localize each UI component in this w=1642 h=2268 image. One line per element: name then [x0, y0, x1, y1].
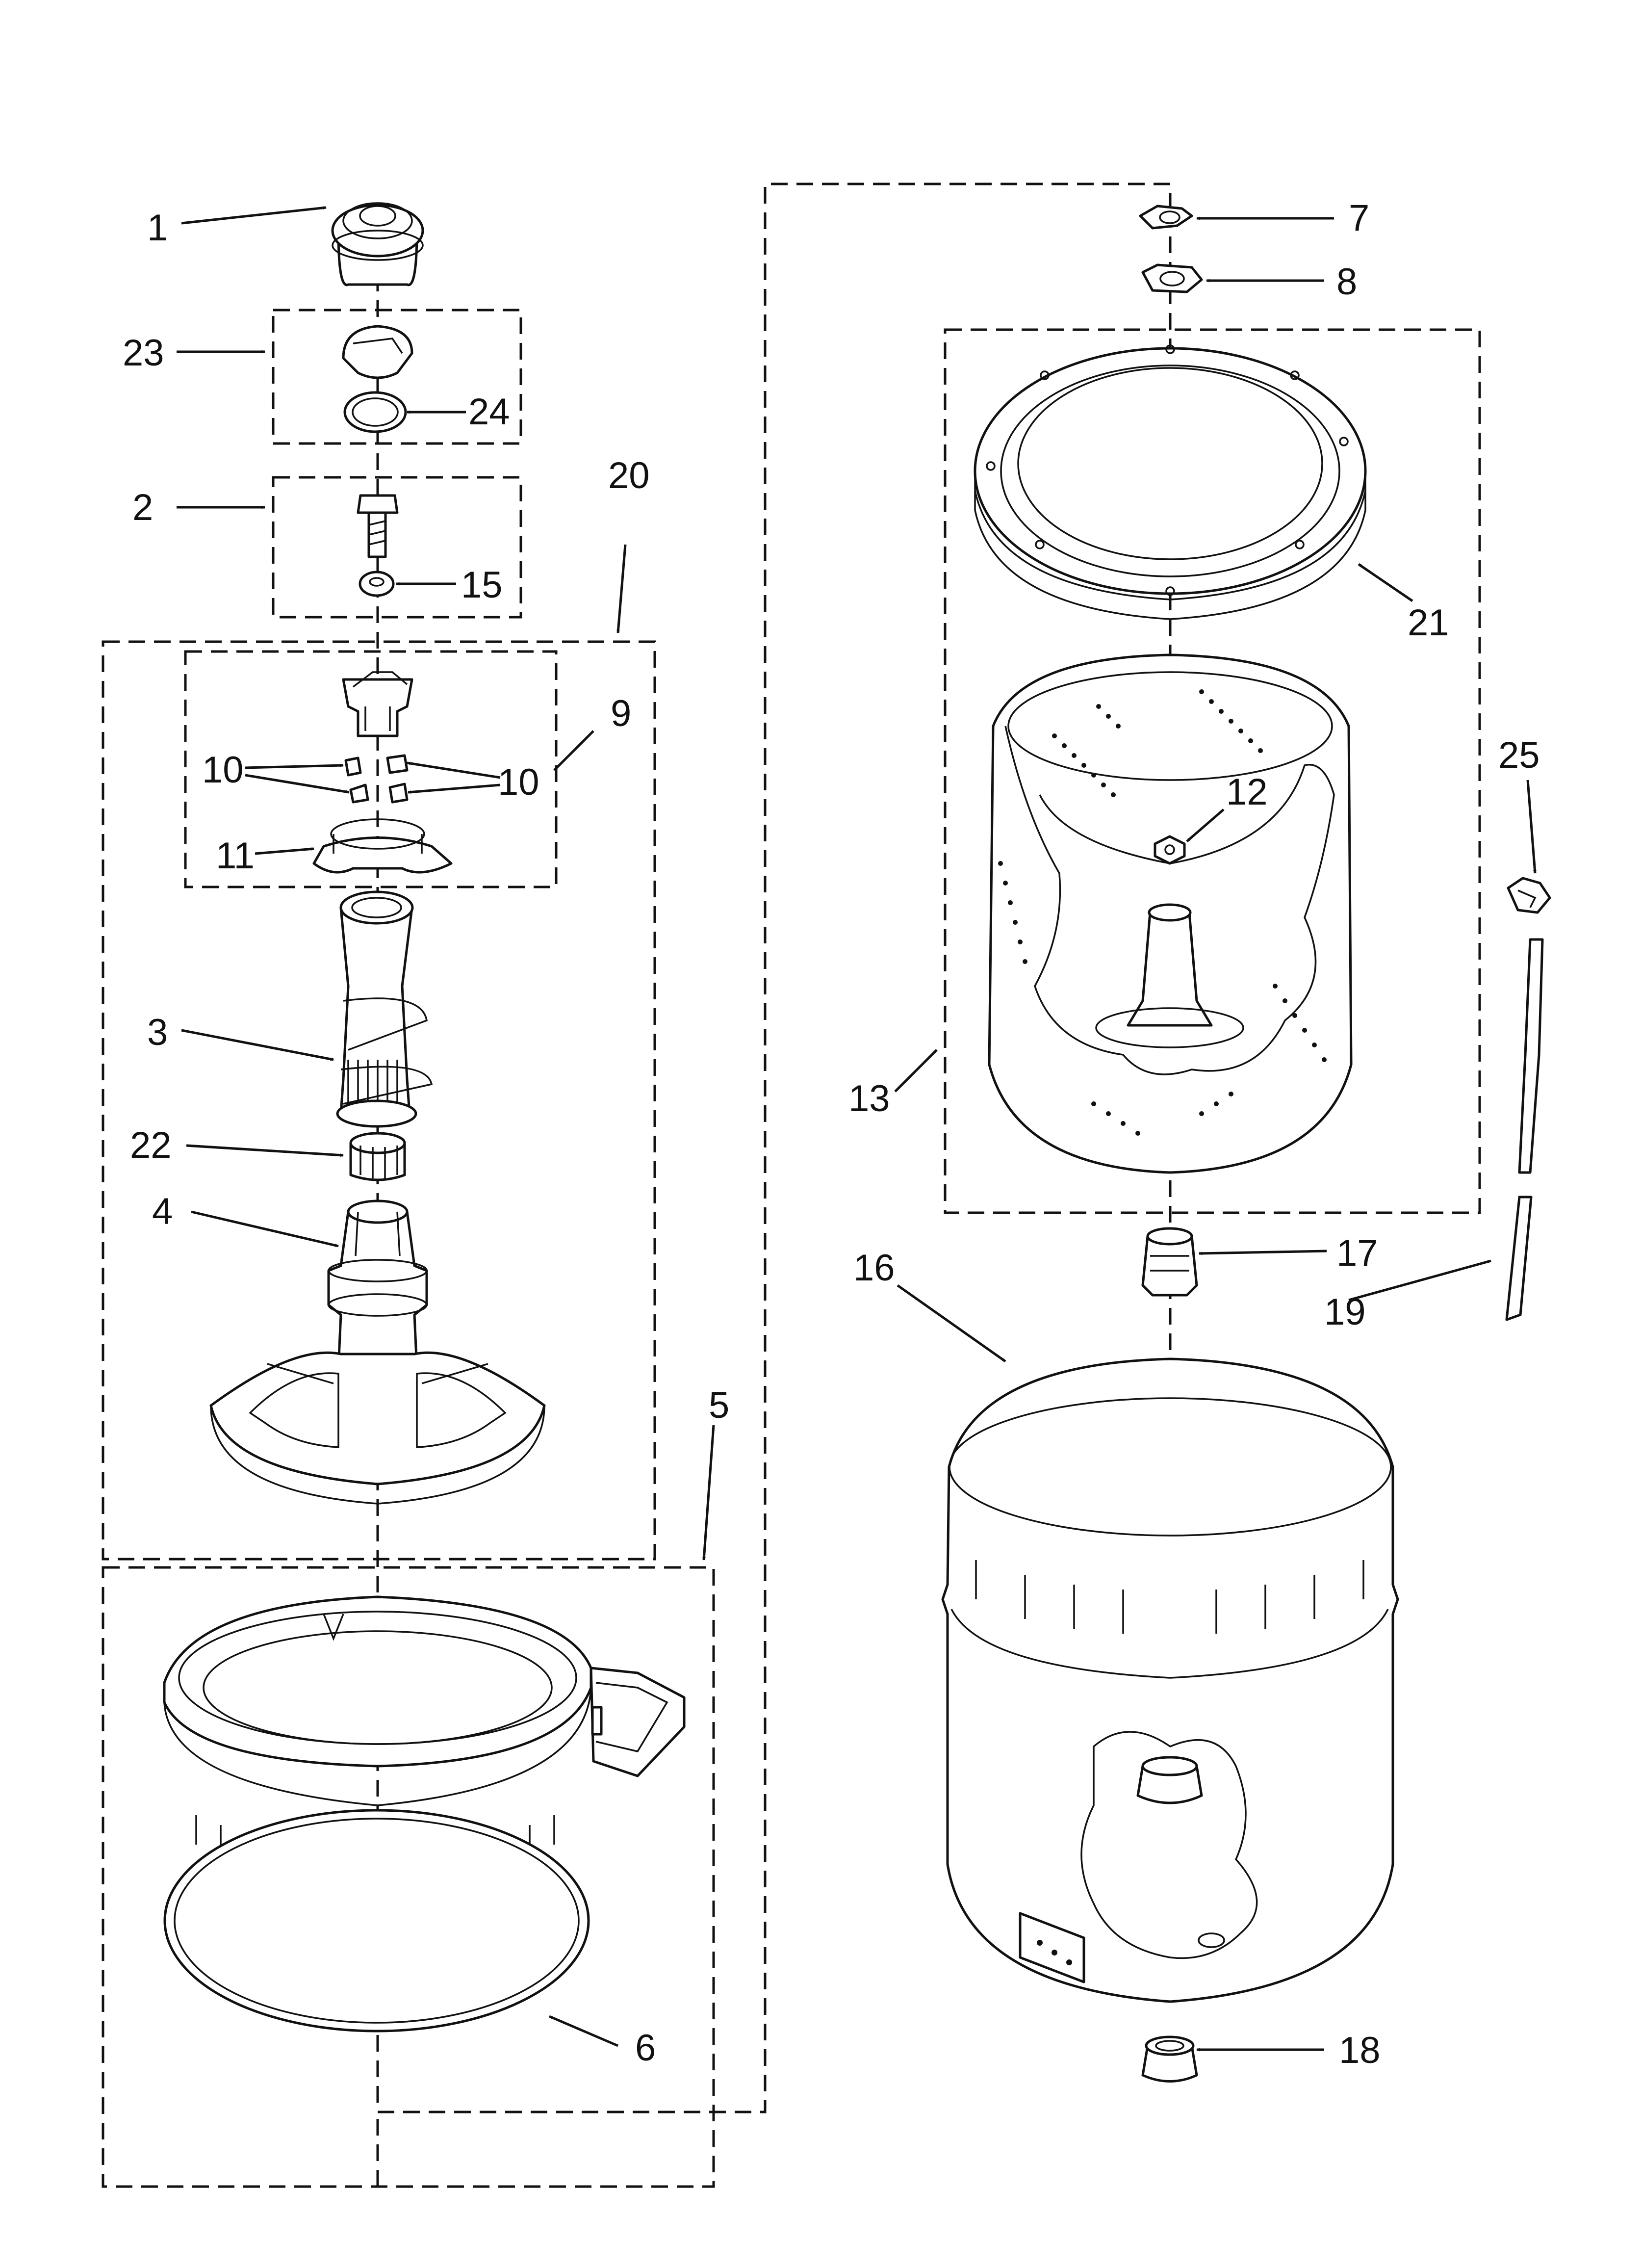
callout-11: 11	[216, 835, 255, 877]
callout-4: 4	[152, 1191, 173, 1232]
callout-10a: 10	[202, 749, 244, 791]
part-7-clip	[1139, 205, 1193, 230]
callout-22: 22	[130, 1124, 172, 1166]
group-box-5	[102, 1566, 715, 2188]
callout-10b: 10	[498, 761, 539, 803]
part-16-outer-tub	[941, 1357, 1399, 2003]
callout-12: 12	[1226, 771, 1268, 813]
part-21-balance-ring	[974, 344, 1367, 620]
part-9-cam	[342, 671, 413, 737]
part-8-nut	[1141, 263, 1203, 293]
group-box-13	[944, 328, 1481, 1214]
part-17-bushing	[1141, 1227, 1198, 1297]
part-18-plug	[1141, 2035, 1198, 2083]
part-10-dogs	[344, 754, 409, 804]
callout-16: 16	[853, 1247, 895, 1289]
part-23-cap	[342, 325, 413, 379]
callout-17: 17	[1336, 1232, 1378, 1274]
callout-9: 9	[611, 693, 631, 734]
part-2-bolt	[357, 494, 399, 558]
basket-perforations	[998, 689, 1327, 1136]
part-11-ring	[312, 818, 453, 874]
part-4-drive-hub	[209, 1199, 546, 1505]
callout-20: 20	[608, 455, 650, 496]
callout-13: 13	[848, 1078, 890, 1120]
callout-25: 25	[1498, 734, 1540, 776]
part-13-spin-basket	[988, 653, 1353, 1174]
part-5-tub-ring	[163, 1595, 686, 1864]
callout-6: 6	[635, 2027, 656, 2069]
part-25-clamp	[1507, 877, 1551, 914]
callout-19: 19	[1324, 1291, 1366, 1333]
callout-7: 7	[1349, 197, 1369, 239]
assembly-connector-line	[376, 182, 1172, 2187]
callout-3: 3	[147, 1012, 168, 1053]
part-1-dispenser	[331, 202, 424, 287]
callout-24: 24	[468, 391, 510, 433]
callout-23: 23	[123, 332, 164, 374]
callout-numbers: 1 23 24 2 15 20 9 10 10 11 3 22 4 5 6 7 …	[123, 197, 1540, 2071]
group-box-2	[272, 476, 522, 619]
callout-18: 18	[1339, 2030, 1381, 2071]
callout-5: 5	[709, 1384, 729, 1426]
callout-21: 21	[1408, 602, 1449, 644]
part-24-seal	[343, 391, 407, 433]
callout-15: 15	[461, 564, 503, 606]
part-6-seal-ring	[163, 1809, 590, 2033]
callout-8: 8	[1336, 261, 1357, 303]
part-3-auger	[336, 890, 433, 1128]
part-22-coupling	[349, 1132, 406, 1181]
callout-2: 2	[132, 487, 153, 528]
part-19-hose	[1505, 938, 1544, 1321]
group-box-23	[272, 309, 522, 445]
leader-arrows	[177, 206, 1537, 2052]
part-15-washer	[359, 571, 395, 597]
callout-1: 1	[147, 207, 168, 249]
